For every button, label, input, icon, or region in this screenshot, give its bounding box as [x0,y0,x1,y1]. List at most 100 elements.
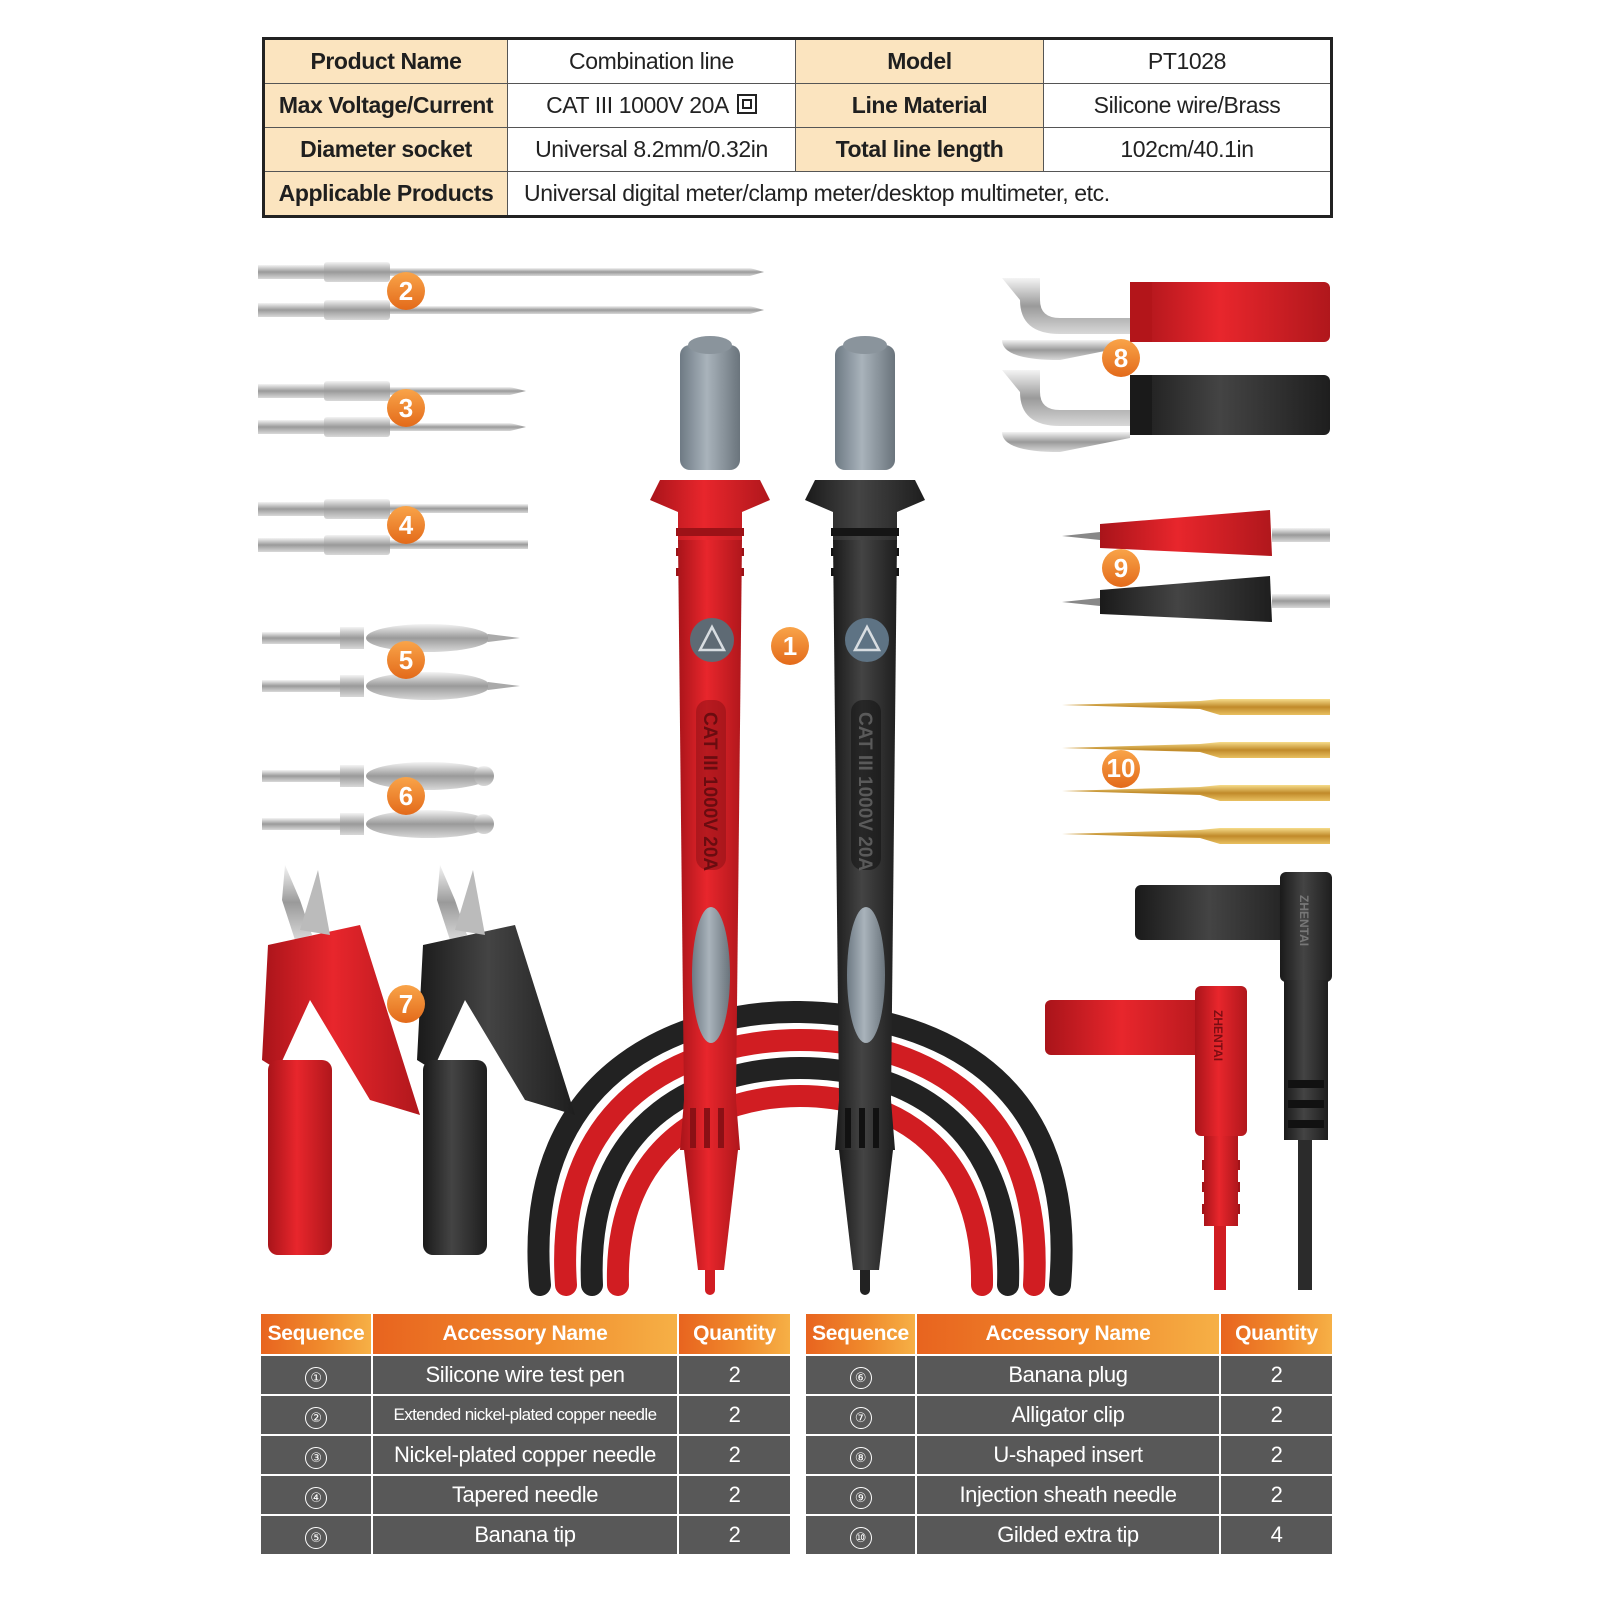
sequence-number: ① [305,1366,327,1389]
spec-label: Total line length [795,127,1044,172]
red-right-angle-plug: ZHENTAI [1045,986,1247,1290]
row-quantity: 2 [1220,1394,1332,1435]
double-insulation-icon [736,94,757,114]
black-test-pen: CAT III 1000V 20A [805,336,925,1270]
plug-marking: ZHENTAI [1211,1010,1225,1061]
header-sequence: Sequence [261,1314,373,1355]
row-sequence: ③ [261,1434,373,1475]
red-test-pen: CAT III 1000V 20A [650,336,770,1270]
table-row: ⑨ Injection sheath needle 2 [806,1474,1332,1515]
black-right-angle-plug: ZHENTAI [1135,872,1332,1290]
row-quantity: 4 [1220,1514,1332,1554]
header-accessory-name: Accessory Name [372,1314,679,1355]
spec-row: Max Voltage/Current CAT III 1000V 20A Li… [263,83,1332,128]
sequence-number: ⑥ [849,1366,872,1389]
item-badges: 1 2 3 4 5 6 7 8 9 10 [387,272,1140,1023]
row-accessory-name: Gilded extra tip [916,1514,1221,1554]
svg-text:5: 5 [399,645,413,675]
spec-row: Product Name Combination line Model PT10… [263,38,1332,84]
red-alligator-clip [262,865,420,1255]
spec-label: Diameter socket [263,127,508,172]
table-row: ① Silicone wire test pen 2 [261,1354,790,1395]
table-row: ⑤ Banana tip 2 [261,1514,790,1554]
row-quantity: 2 [1220,1434,1332,1475]
spec-value: 102cm/40.1in [1043,127,1332,172]
extended-needles [258,262,764,320]
table-row: ⑩ Gilded extra tip 4 [806,1514,1332,1554]
row-sequence: ⑥ [806,1354,917,1395]
spec-value: Silicone wire/Brass [1043,83,1332,128]
row-accessory-name: Nickel-plated copper needle [372,1434,679,1475]
spec-value: Universal 8.2mm/0.32in [507,127,796,172]
row-accessory-name: Tapered needle [372,1474,679,1515]
row-quantity: 2 [678,1514,790,1554]
table-row: ④ Tapered needle 2 [261,1474,790,1515]
spec-value: Universal digital meter/clamp meter/desk… [507,171,1332,217]
svg-text:7: 7 [399,989,413,1019]
banana-plugs [262,762,494,838]
table-row: ② Extended nickel-plated copper needle 2 [261,1394,790,1435]
table-row: ⑦ Alligator clip 2 [806,1394,1332,1435]
badge-4: 4 [387,506,425,544]
row-quantity: 2 [678,1354,790,1395]
gilded-extra-tips [1062,699,1330,844]
badge-10: 10 [1102,750,1140,788]
header-sequence: Sequence [806,1314,917,1355]
u-shaped-inserts [1002,278,1330,452]
spec-row: Diameter socket Universal 8.2mm/0.32in T… [263,127,1332,172]
svg-text:6: 6 [399,781,413,811]
spec-value: Combination line [507,38,796,84]
sequence-number: ② [305,1406,327,1429]
table-row: ⑥ Banana plug 2 [806,1354,1332,1395]
row-sequence: ① [261,1354,373,1395]
sequence-number: ④ [305,1486,327,1509]
injection-sheath-needles [1062,510,1330,622]
table-row: ⑧ U-shaped insert 2 [806,1434,1332,1475]
row-sequence: ⑦ [806,1394,917,1435]
spec-table: Product Name Combination line Model PT10… [262,37,1333,218]
sequence-number: ⑤ [305,1526,327,1549]
row-sequence: ⑤ [261,1514,373,1554]
spec-row: Applicable Products Universal digital me… [263,171,1332,217]
black-alligator-clip [417,865,575,1255]
sequence-number: ⑦ [849,1406,872,1429]
pen-marking: CAT III 1000V 20A [699,712,720,871]
badge-8: 8 [1102,339,1140,377]
row-accessory-name: Injection sheath needle [916,1474,1221,1515]
accessory-table-left: Sequence Accessory Name Quantity ① Silic… [261,1314,790,1554]
spec-value: PT1028 [1043,38,1332,84]
row-quantity: 2 [678,1434,790,1475]
table-row: ③ Nickel-plated copper needle 2 [261,1434,790,1475]
row-accessory-name: Banana tip [372,1514,679,1554]
header-quantity: Quantity [678,1314,790,1355]
svg-text:9: 9 [1114,553,1128,583]
header-accessory-name: Accessory Name [916,1314,1221,1355]
svg-text:4: 4 [399,510,414,540]
badge-6: 6 [387,777,425,815]
row-accessory-name: Silicone wire test pen [372,1354,679,1395]
row-sequence: ⑨ [806,1474,917,1515]
svg-text:8: 8 [1114,343,1128,373]
spec-label: Model [795,38,1044,84]
row-sequence: ⑧ [806,1434,917,1475]
badge-3: 3 [387,389,425,427]
svg-text:10: 10 [1107,753,1136,783]
nickel-plated-needles [258,381,526,437]
sequence-number: ⑨ [849,1486,872,1509]
row-quantity: 2 [1220,1474,1332,1515]
spec-label: Applicable Products [263,171,508,217]
tapered-needles [258,499,528,555]
spec-label: Line Material [795,83,1044,128]
accessory-header-row: Sequence Accessory Name Quantity [806,1314,1332,1355]
row-sequence: ② [261,1394,373,1435]
spec-value: CAT III 1000V 20A [546,92,729,118]
badge-5: 5 [387,641,425,679]
badge-7: 7 [387,985,425,1023]
sequence-number: ⑩ [849,1526,872,1549]
badge-1: 1 [771,627,809,665]
spec-label: Max Voltage/Current [263,83,508,128]
svg-text:2: 2 [399,276,413,306]
row-quantity: 2 [678,1474,790,1515]
accessory-header-row: Sequence Accessory Name Quantity [261,1314,790,1355]
